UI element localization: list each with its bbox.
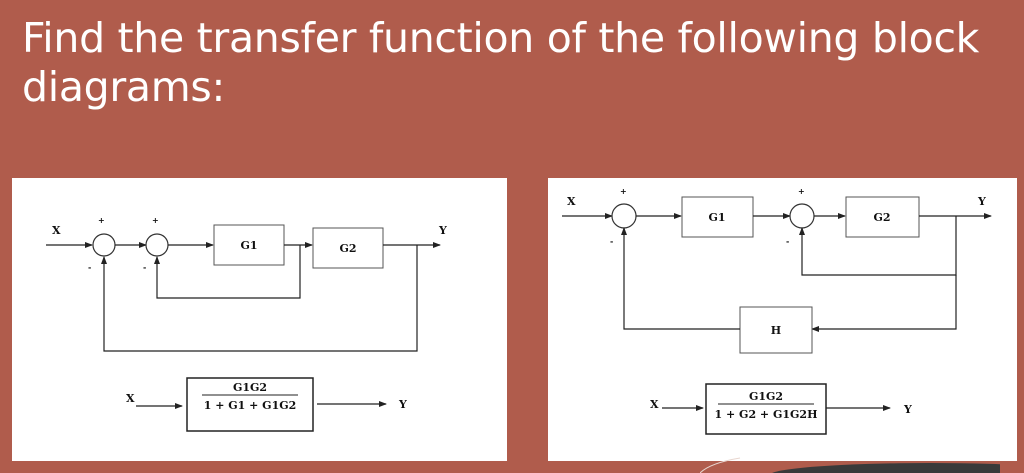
right-sum2-minus: - <box>786 237 789 246</box>
page-title: Find the transfer function of the follow… <box>22 14 980 111</box>
right-result-numerator: G1G2 <box>749 390 783 403</box>
decorative-footer-swoosh <box>700 457 1000 473</box>
left-inner-feedback-line <box>154 245 301 299</box>
right-block-h <box>739 306 813 354</box>
left-sum1-minus: - <box>88 263 91 272</box>
right-outer-feedback-line <box>621 227 740 330</box>
left-sum1-plus: + <box>98 216 105 225</box>
left-summing-junction-1 <box>92 233 116 257</box>
right-block-g1-label: G1 <box>708 211 725 224</box>
left-result-numerator: G1G2 <box>233 381 267 394</box>
left-block-g1-label: G1 <box>240 239 257 252</box>
block-diagram-right: X + - G1 + - G2 Y H X <box>548 178 1017 461</box>
left-block-g2-label: G2 <box>339 242 356 255</box>
right-result-block <box>705 383 827 435</box>
right-output-label: Y <box>977 195 986 208</box>
right-block-h-label: H <box>771 324 781 337</box>
diagram-left-svg: X + - + - G1 G2 Y X G1G2 1 + G1 + <box>46 216 447 432</box>
left-outer-feedback-line <box>101 245 418 352</box>
right-summing-junction-2 <box>789 203 815 229</box>
right-block-g2-label: G2 <box>873 211 890 224</box>
right-result-input-label: X <box>650 398 659 411</box>
left-output-label: Y <box>438 224 447 237</box>
left-sum2-plus: + <box>152 216 159 225</box>
block-diagram-left: X + - + - G1 G2 Y X G1G2 1 + G1 + <box>12 178 507 461</box>
left-summing-junction-2 <box>145 233 169 257</box>
right-result-denominator: 1 + G2 + G1G2H <box>715 408 818 421</box>
left-result-output-label: Y <box>398 398 407 411</box>
left-block-g2 <box>312 227 384 269</box>
left-result-input-label: X <box>126 392 135 405</box>
right-inner-feedback-line <box>799 216 957 276</box>
left-result-block <box>186 377 314 432</box>
right-feedback-to-h-line <box>811 275 957 332</box>
right-block-g2 <box>845 196 920 238</box>
left-input-label: X <box>52 224 61 237</box>
left-sum2-minus: - <box>143 263 146 272</box>
right-block-g1 <box>681 196 754 238</box>
right-sum1-plus: + <box>620 187 627 196</box>
right-sum2-plus: + <box>798 187 805 196</box>
right-summing-junction-1 <box>611 203 637 229</box>
diagram-right-svg: X + - G1 + - G2 Y H X <box>562 187 992 435</box>
right-sum1-minus: - <box>610 237 613 246</box>
left-block-g1 <box>213 224 285 266</box>
left-result-denominator: 1 + G1 + G1G2 <box>204 399 297 412</box>
right-input-label: X <box>567 195 576 208</box>
right-result-output-label: Y <box>903 403 912 416</box>
